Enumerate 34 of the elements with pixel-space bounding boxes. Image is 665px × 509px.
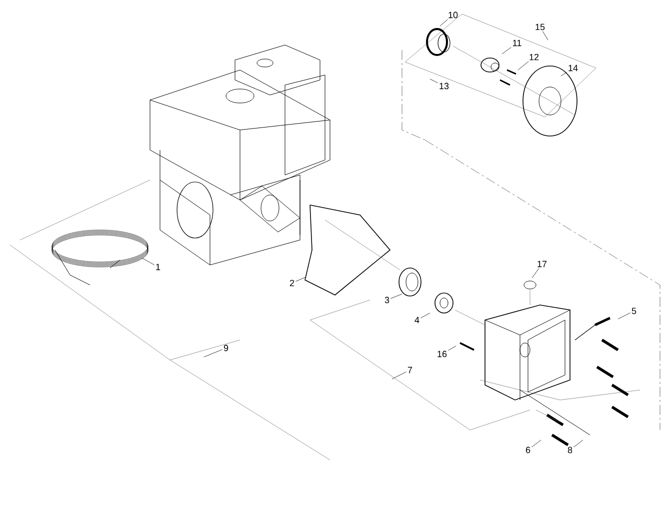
leader-line <box>440 19 448 26</box>
leader-line <box>502 47 512 54</box>
callout-number: 13 <box>440 82 449 90</box>
leader-line <box>142 258 154 266</box>
callout-number: 3 <box>384 296 390 304</box>
callout-number: 12 <box>530 54 539 60</box>
leader-line <box>574 440 584 448</box>
callout-number: 1 <box>156 264 160 270</box>
leader-line <box>532 268 540 278</box>
leader-line <box>392 372 406 380</box>
callout-number: 11 <box>513 40 522 46</box>
callout-number: 5 <box>632 308 636 314</box>
callout-number: 6 <box>526 446 530 454</box>
callout-number: 14 <box>568 64 578 72</box>
callout-number: 17 <box>538 260 547 268</box>
leader-line <box>518 61 529 70</box>
leader-line <box>296 276 306 282</box>
callout-number: 9 <box>224 344 228 352</box>
callout-number: 16 <box>438 350 447 358</box>
leader-line <box>542 31 548 40</box>
callout-number: 4 <box>414 316 420 324</box>
leader-line <box>560 72 567 76</box>
leader-line <box>430 78 438 84</box>
callout-number: 2 <box>290 280 294 286</box>
callout-number: 15 <box>536 24 545 30</box>
leader-line <box>532 440 542 448</box>
leader-line <box>390 294 402 299</box>
leader-line <box>448 346 456 351</box>
callout-number: 10 <box>448 12 458 18</box>
leader-line <box>618 312 630 320</box>
callout-number: 7 <box>408 366 412 374</box>
leader-line <box>420 312 430 318</box>
leader-line <box>204 349 222 358</box>
callout-number: 8 <box>568 446 572 454</box>
